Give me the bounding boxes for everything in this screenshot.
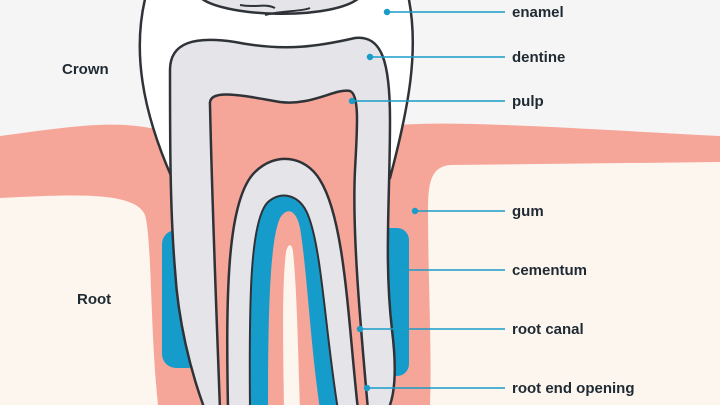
occlusal-groove <box>239 4 311 16</box>
label-root-canal: root canal <box>512 321 584 338</box>
root-label: Root <box>77 291 112 308</box>
bone-left <box>0 195 158 405</box>
leader-lines <box>348 8 505 392</box>
label-enamel: enamel <box>512 4 564 21</box>
label-cementum: cementum <box>512 262 588 279</box>
bone-right <box>428 162 720 405</box>
crown-label: Crown <box>62 61 109 78</box>
label-pulp: pulp <box>512 93 544 110</box>
occlusal-surface <box>201 0 359 15</box>
label-dentine: dentine <box>512 49 566 66</box>
label-gum: gum <box>512 203 544 220</box>
bone-inner <box>283 245 300 405</box>
label-root-end-opening: root end opening <box>512 380 635 397</box>
